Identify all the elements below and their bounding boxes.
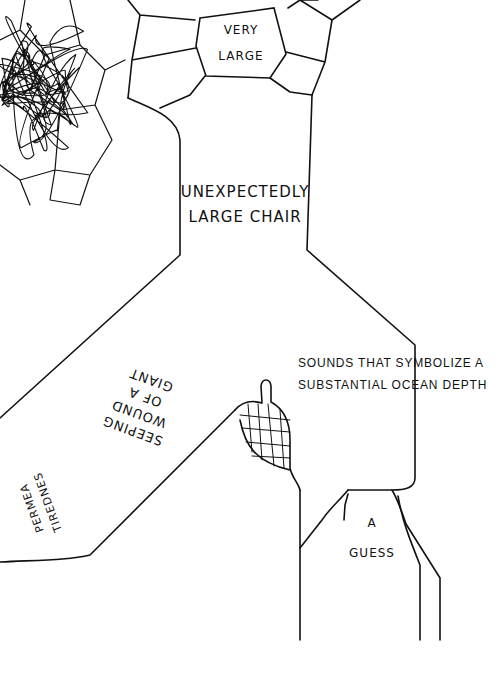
cell-outline — [128, 0, 196, 98]
region-outline — [300, 490, 348, 640]
cell-node: VERY LARGE — [194, 6, 288, 80]
region-outline — [392, 490, 440, 640]
region-outline — [398, 496, 420, 640]
region-label: SEEPING WOUND OF A GIANT — [94, 358, 190, 452]
region-outline — [299, 490, 301, 548]
hand-figure — [240, 420, 290, 470]
region-label: A GUESS — [346, 508, 398, 568]
hand-hatching — [240, 404, 290, 468]
cell-label: VERY LARGE — [212, 17, 270, 69]
scribble-stroke — [0, 16, 88, 158]
hand-figure — [235, 380, 300, 490]
scribble-tangle — [0, 16, 88, 158]
region-outline — [344, 494, 348, 520]
cell-outline — [160, 76, 312, 108]
cell-outline — [286, 0, 360, 95]
region-label: UNEXPECTEDLY LARGE CHAIR — [167, 180, 323, 230]
chair-outline — [307, 95, 415, 490]
region-label: SOUNDS THAT SYMBOLIZE A SUBSTANTIAL OCEA… — [298, 352, 490, 396]
cell-outline — [194, 6, 288, 80]
region-label: PERMEA TIREDNES — [10, 461, 70, 550]
